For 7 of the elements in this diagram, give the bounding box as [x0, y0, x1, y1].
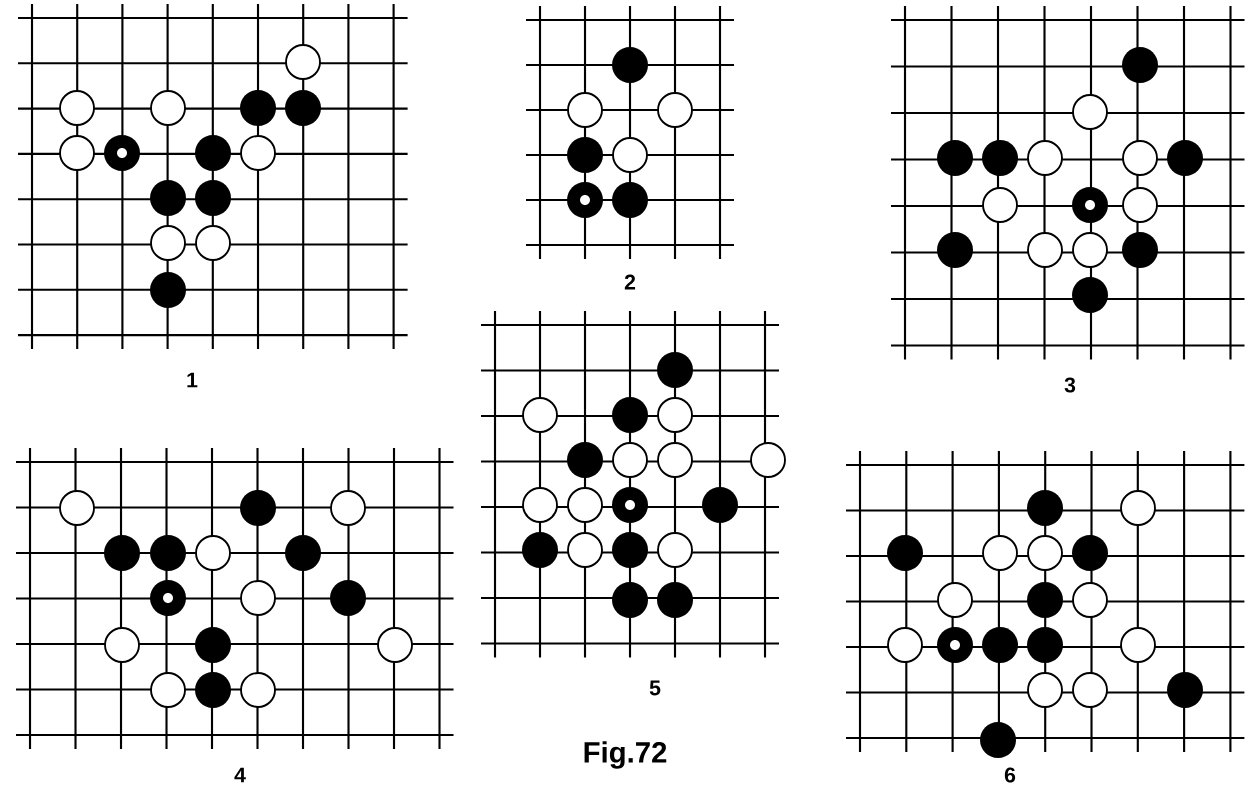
caption: Fig.72 [584, 741, 667, 769]
board-number: 1 [187, 372, 198, 388]
board-number: 6 [1004, 767, 1016, 783]
board-number: 4 [234, 767, 246, 783]
board-number: 5 [649, 680, 661, 696]
board-number: 3 [1064, 377, 1076, 393]
board-number: 2 [624, 274, 636, 290]
